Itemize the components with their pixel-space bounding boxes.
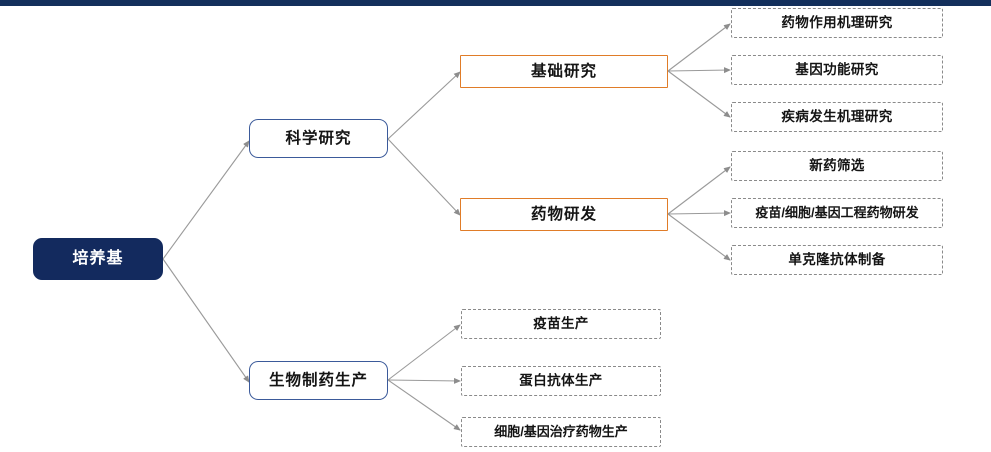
edge-drugdev-to-monoclonal bbox=[667, 213, 731, 261]
root[interactable]: 培养基 bbox=[33, 238, 163, 280]
leaf-vaccine-cell-gene-drug[interactable]: 疫苗/细胞/基因工程药物研发 bbox=[731, 198, 943, 228]
leaf-protein-antibody-production-label: 蛋白抗体生产 bbox=[519, 373, 603, 389]
leaf-vaccine-production[interactable]: 疫苗生产 bbox=[461, 309, 661, 339]
leaf-gene-function[interactable]: 基因功能研究 bbox=[731, 55, 943, 85]
edge-basic-to-disease-mechanism bbox=[667, 70, 731, 118]
edge-drugdev-to-vaccine-cell-gene bbox=[667, 210, 731, 217]
leaf-new-drug-screening[interactable]: 新药筛选 bbox=[731, 151, 943, 181]
sub-drug-development[interactable]: 药物研发 bbox=[460, 198, 668, 231]
leaf-disease-mechanism-label: 疾病发生机理研究 bbox=[781, 109, 893, 125]
edge-biopharma-to-cellgene bbox=[387, 379, 461, 431]
edge-basic-to-gene-function bbox=[667, 67, 731, 74]
top-accent-bar bbox=[0, 0, 991, 6]
root-label: 培养基 bbox=[72, 249, 124, 267]
leaf-drug-mechanism[interactable]: 药物作用机理研究 bbox=[731, 8, 943, 38]
branch-biopharma-production-label: 生物制药生产 bbox=[268, 371, 368, 389]
branch-scientific-research-label: 科学研究 bbox=[285, 129, 352, 147]
branch-scientific-research[interactable]: 科学研究 bbox=[249, 119, 388, 158]
edge-biopharma-to-protein bbox=[387, 377, 461, 384]
leaf-cell-gene-therapy-production[interactable]: 细胞/基因治疗药物生产 bbox=[461, 417, 661, 447]
leaf-disease-mechanism[interactable]: 疾病发生机理研究 bbox=[731, 102, 943, 132]
leaf-vaccine-production-label: 疫苗生产 bbox=[533, 316, 589, 332]
edge-root-to-scientific-research bbox=[162, 140, 250, 260]
leaf-gene-function-label: 基因功能研究 bbox=[795, 62, 879, 78]
sub-basic-research-label: 基础研究 bbox=[530, 62, 597, 80]
branch-biopharma-production[interactable]: 生物制药生产 bbox=[249, 361, 388, 400]
leaf-drug-mechanism-label: 药物作用机理研究 bbox=[781, 15, 893, 31]
edge-root-to-biopharma bbox=[162, 258, 250, 383]
leaf-monoclonal-antibody[interactable]: 单克隆抗体制备 bbox=[731, 245, 943, 275]
edge-drugdev-to-screening bbox=[667, 166, 731, 215]
leaf-cell-gene-therapy-production-label: 细胞/基因治疗药物生产 bbox=[494, 423, 628, 439]
edge-research-to-drugdev bbox=[387, 138, 461, 216]
leaf-protein-antibody-production[interactable]: 蛋白抗体生产 bbox=[461, 366, 661, 396]
leaf-vaccine-cell-gene-drug-label: 疫苗/细胞/基因工程药物研发 bbox=[755, 204, 919, 220]
leaf-new-drug-screening-label: 新药筛选 bbox=[809, 158, 865, 174]
edge-biopharma-to-vaccine bbox=[387, 324, 461, 381]
leaf-monoclonal-antibody-label: 单克隆抗体制备 bbox=[788, 252, 886, 268]
sub-drug-development-label: 药物研发 bbox=[530, 205, 597, 223]
edge-research-to-basic bbox=[387, 71, 461, 140]
edge-basic-to-drug-mechanism bbox=[667, 23, 731, 72]
sub-basic-research[interactable]: 基础研究 bbox=[460, 55, 668, 88]
